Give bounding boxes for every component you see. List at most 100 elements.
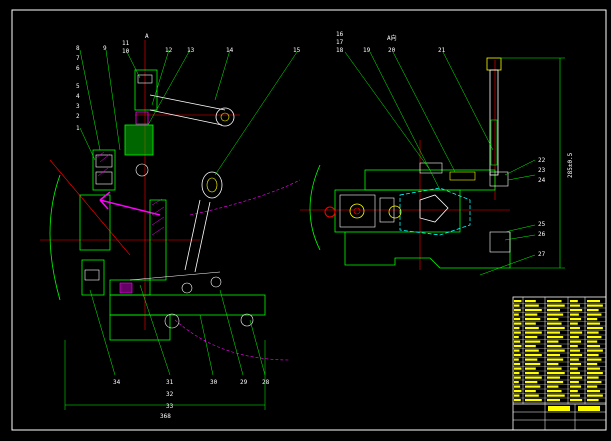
parts-list-cell-text xyxy=(514,331,521,334)
title-block xyxy=(512,296,607,431)
parts-list-cell-text xyxy=(525,354,542,357)
parts-list-cell-text xyxy=(547,354,560,357)
parts-list-cell-text xyxy=(547,363,559,366)
parts-list-cell-text xyxy=(547,372,565,375)
parts-list-cell-text xyxy=(514,327,520,330)
base-bolt xyxy=(489,231,511,253)
parts-list-cell-text xyxy=(587,354,599,357)
clamp-block xyxy=(81,259,105,296)
parts-list-cell-text xyxy=(547,304,565,307)
title-cell xyxy=(578,406,600,411)
lever-eye xyxy=(215,107,235,127)
parts-list-cell-text xyxy=(547,318,559,321)
parts-list-cell-text xyxy=(587,399,599,402)
part-label-10: 10 xyxy=(122,48,130,55)
parts-list-cell-text xyxy=(525,345,536,348)
parts-list-cell-text xyxy=(547,394,565,397)
part-label-26: 26 xyxy=(538,231,546,238)
parts-list-cell-text xyxy=(525,327,539,330)
parts-list-cell-text xyxy=(547,399,560,402)
parts-list-cell-text xyxy=(570,318,582,321)
title-cell xyxy=(548,406,570,411)
parts-list-cell-text xyxy=(547,349,565,352)
parts-list-cell-text xyxy=(514,349,520,352)
part-label-27: 27 xyxy=(538,251,546,258)
parts-list-cell-text xyxy=(514,340,521,343)
parts-list-cell-text xyxy=(587,345,601,348)
parts-list-cell-text xyxy=(547,376,560,379)
parts-list-cell-text xyxy=(547,367,562,370)
clamp-jaw-hidden xyxy=(399,187,471,236)
parts-list-cell-text xyxy=(514,376,521,379)
part-label-15: 15 xyxy=(293,47,301,54)
part-label-20: 20 xyxy=(388,47,396,54)
parts-list-cell-text xyxy=(587,372,603,375)
parts-list-cell-text xyxy=(587,327,603,330)
hatched-section xyxy=(119,282,133,294)
part-label-19: 19 xyxy=(363,47,371,54)
parts-list-cell-text xyxy=(525,309,542,312)
rod-eye xyxy=(201,171,223,199)
parts-list-cell-text xyxy=(525,376,542,379)
column xyxy=(149,199,167,281)
parts-list-cell-text xyxy=(525,399,542,402)
side-view-mark: A向 xyxy=(387,34,397,42)
parts-list-cell-text xyxy=(587,340,598,343)
parts-list-cell-text xyxy=(514,381,519,384)
clamp-arm xyxy=(79,194,111,251)
phantom-line xyxy=(189,179,301,216)
parts-list-cell-text xyxy=(525,363,541,366)
bolt xyxy=(164,313,180,329)
dim-side-height: 285±0.5 xyxy=(567,152,574,178)
parts-list-cell-text xyxy=(525,372,539,375)
parts-list-cell-text xyxy=(570,399,583,402)
parts-list-cell-text xyxy=(570,327,580,330)
parts-list-cell-text xyxy=(547,390,562,393)
parts-list-cell-text xyxy=(547,331,560,334)
leader-lines xyxy=(79,49,298,376)
part-label-33: 33 xyxy=(166,403,174,410)
part-label-3: 3 xyxy=(76,103,80,110)
part-label-1: 1 xyxy=(76,125,80,132)
nut xyxy=(137,74,153,84)
parts-list-cell-text xyxy=(570,363,582,366)
part-label-30: 30 xyxy=(210,379,218,386)
parts-list-cell-text xyxy=(587,318,598,321)
parts-list-cell-text xyxy=(525,304,539,307)
part-label-25: 25 xyxy=(538,221,546,228)
parts-list-cell-text xyxy=(547,345,562,348)
parts-list-cell-text xyxy=(587,349,603,352)
centerline xyxy=(49,159,131,256)
parts-list-cell-text xyxy=(525,349,539,352)
parts-list-cell-text xyxy=(525,331,542,334)
bolt-head xyxy=(84,269,100,281)
top-jaw xyxy=(124,124,154,156)
bolt xyxy=(181,282,193,294)
handle-grip xyxy=(490,119,498,166)
parts-list-cell-text xyxy=(514,354,521,357)
part-label-8: 8 xyxy=(76,45,80,52)
part-label-4: 4 xyxy=(76,93,80,100)
face-plate xyxy=(339,194,376,228)
pivot xyxy=(135,163,149,177)
rod xyxy=(194,201,211,273)
parts-list xyxy=(513,300,606,403)
parts-list-cell-text xyxy=(547,381,564,384)
parts-list-cell-text xyxy=(514,322,522,325)
part-label-28: 28 xyxy=(262,379,270,386)
pin xyxy=(135,111,149,125)
part-label-21: 21 xyxy=(438,47,446,54)
hatch xyxy=(95,151,111,177)
parts-list-cell-text xyxy=(514,385,521,388)
side-view: 285±0.5 16 17 18 19 A向 20 21 22 23 24 25… xyxy=(300,31,574,276)
parts-list-cell-text xyxy=(570,331,583,334)
parts-list-cell-text xyxy=(547,300,562,303)
parts-list-cell-text xyxy=(514,313,519,316)
parts-list-cell-text xyxy=(570,313,579,316)
parts-list-cell-text xyxy=(525,300,536,303)
phantom-line xyxy=(174,319,291,361)
base xyxy=(344,232,511,269)
part-label-6: 6 xyxy=(76,65,80,72)
parts-list-cell-text xyxy=(570,354,583,357)
parts-list-cell-text xyxy=(587,309,599,312)
